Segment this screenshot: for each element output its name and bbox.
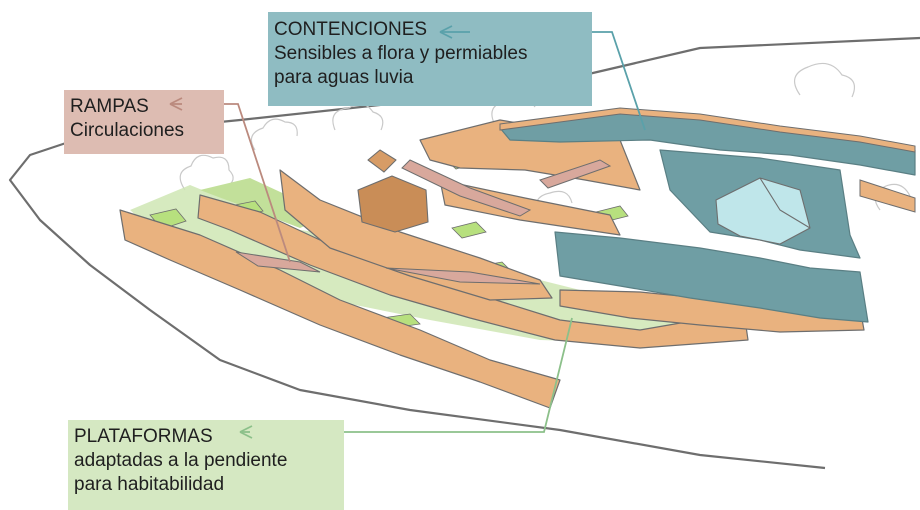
ramps xyxy=(235,159,612,285)
contenciones-line2: para aguas luvia xyxy=(274,67,414,88)
plataformas-leader xyxy=(250,317,573,433)
ramp xyxy=(539,159,612,189)
ramp xyxy=(235,251,321,273)
contenciones-line1: Sensibles a flora y permiables xyxy=(274,43,528,64)
plataformas-line1: adaptadas a la pendiente xyxy=(74,450,288,471)
rampas-line1: Circulaciones xyxy=(70,120,185,141)
rampas-title: RAMPAS xyxy=(70,96,149,117)
contenciones-title: CONTENCIONES xyxy=(274,19,428,40)
building-brown xyxy=(357,175,429,233)
wall-edges xyxy=(499,107,916,213)
ramp xyxy=(401,159,532,217)
building-blue xyxy=(715,177,811,245)
rampas-label: RAMPAS Circulaciones xyxy=(64,90,224,154)
plataformas-label: PLATAFORMAS adaptadas a la pendiente par… xyxy=(68,420,344,510)
ramp xyxy=(385,267,541,285)
buildings xyxy=(357,149,811,245)
plataformas-line2: para habitabilidad xyxy=(74,474,225,495)
contenciones-label: CONTENCIONES Sensibles a flora y permiab… xyxy=(268,12,592,106)
plataformas-title: PLATAFORMAS xyxy=(74,426,213,447)
